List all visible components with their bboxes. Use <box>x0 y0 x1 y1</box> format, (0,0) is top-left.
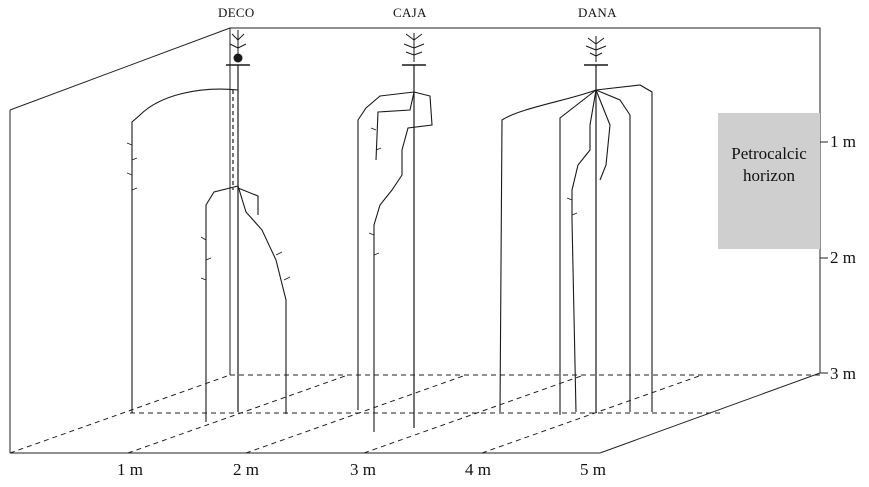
x-tick-1m: 1 m <box>117 460 143 479</box>
floor-grid <box>9 374 820 454</box>
depth-ticks <box>820 141 828 374</box>
plant-label-dana: DANA <box>578 5 617 20</box>
tap-roots <box>232 65 597 428</box>
petrocalcic-horizon-label: Petrocalcic horizon <box>718 143 820 187</box>
petrocalcic-horizon-box: Petrocalcic horizon <box>718 113 820 249</box>
depth-tick-1m: 1 m <box>830 132 856 151</box>
plant-shoots <box>226 30 608 66</box>
depth-tick-3m: 3 m <box>830 364 856 383</box>
plant-label-caja: CAJA <box>393 5 427 20</box>
x-tick-4m: 4 m <box>465 460 491 479</box>
x-tick-5m: 5 m <box>580 460 606 479</box>
x-tick-2m: 2 m <box>233 460 259 479</box>
depth-tick-2m: 2 m <box>830 248 856 267</box>
petrocalcic-label-line2: horizon <box>743 166 795 185</box>
petrocalcic-label-line1: Petrocalcic <box>731 144 807 163</box>
x-tick-3m: 3 m <box>350 460 376 479</box>
root-hairs <box>126 127 578 281</box>
plant-label-deco: DECO <box>218 5 255 20</box>
lateral-roots <box>131 84 653 432</box>
